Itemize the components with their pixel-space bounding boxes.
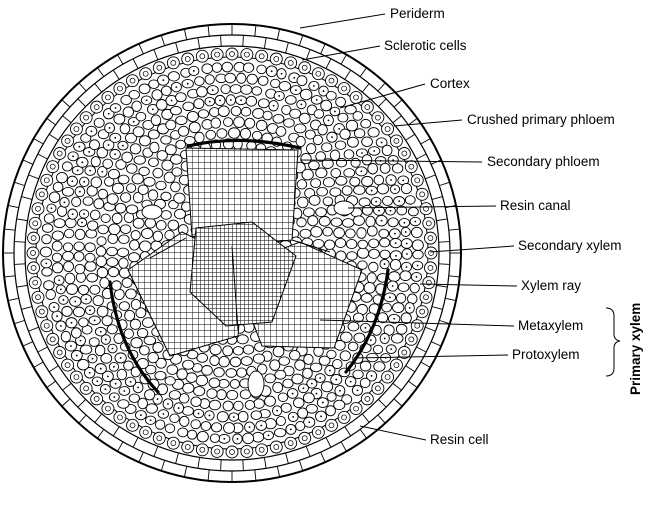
- label-xylem-ray: Xylem ray: [521, 278, 581, 293]
- label-cortex: Cortex: [430, 76, 470, 91]
- label-primary-xylem: Primary xylem: [628, 303, 643, 395]
- label-secondary-xylem: Secondary xylem: [518, 238, 622, 253]
- label-sclerotic-cells: Sclerotic cells: [384, 38, 467, 53]
- resin-canal-top-left: [142, 205, 162, 219]
- label-secondary-phloem: Secondary phloem: [487, 154, 600, 169]
- primary-xylem-brace: [606, 308, 620, 376]
- label-periderm: Periderm: [390, 6, 445, 21]
- label-crushed-primary-phloem: Crushed primary phloem: [467, 112, 615, 127]
- label-metaxylem: Metaxylem: [518, 318, 583, 333]
- label-resin-cell: Resin cell: [430, 432, 489, 447]
- label-protoxylem: Protoxylem: [512, 347, 580, 362]
- label-resin-canal: Resin canal: [500, 198, 571, 213]
- resin-canal-bottom: [248, 371, 264, 397]
